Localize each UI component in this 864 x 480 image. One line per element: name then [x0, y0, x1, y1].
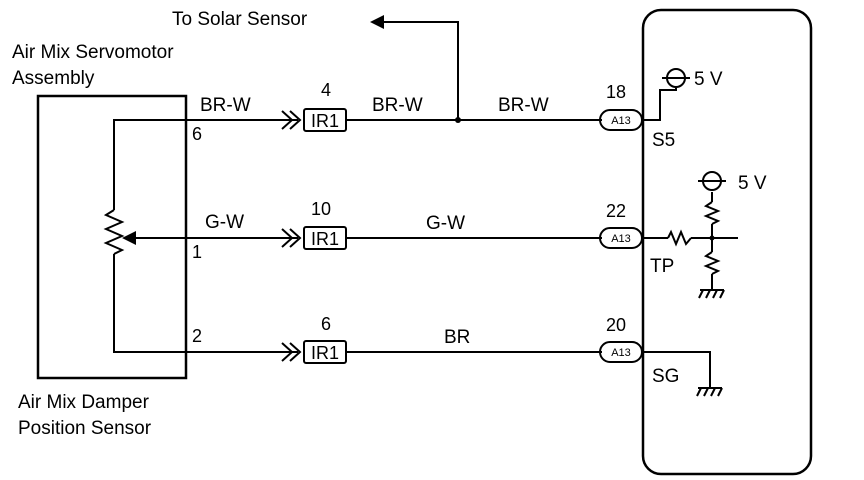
- supply-voltage-label: 5 V: [738, 173, 767, 194]
- resistor-icon: [703, 201, 721, 225]
- servomotor-label-line2: Assembly: [12, 68, 95, 89]
- tp-supply-circuit: TP 5 V: [643, 171, 767, 299]
- wire-color-label: G-W: [426, 213, 465, 234]
- sensor-label-line2: Position Sensor: [18, 418, 152, 439]
- connector-label: IR1: [311, 343, 339, 363]
- connector-label: A13: [611, 115, 631, 127]
- connector-ir1: [303, 226, 347, 250]
- ecu-pin-label: 18: [606, 82, 626, 102]
- connector-pin-label: 6: [321, 314, 331, 334]
- wire-color-label: G-W: [205, 212, 244, 233]
- ecu-box: [641, 8, 813, 476]
- wiper-arrow-icon: [122, 231, 136, 245]
- sensor-pin-label: 1: [192, 242, 202, 262]
- wire-g-w: G-W 1 10 IR1 G-W 22 A13: [186, 199, 643, 262]
- ecu-pin-label: 22: [606, 201, 626, 221]
- connector-pin-label: 10: [311, 199, 331, 219]
- connector-label: A13: [611, 233, 631, 245]
- wire-br-w: BR-W 6 4 IR1 BR-W BR-W 18 A13: [186, 80, 643, 144]
- ecu-pin-label: 20: [606, 315, 626, 335]
- arrow-left-icon: [370, 15, 384, 29]
- wire-br: 2 6 IR1 BR 20 A13: [186, 314, 643, 364]
- connector-ir1: [303, 340, 347, 364]
- wire-color-label: BR-W: [498, 95, 549, 116]
- solar-sensor-label: To Solar Sensor: [172, 9, 308, 30]
- connector-label: IR1: [311, 111, 339, 131]
- resistor-icon: [667, 229, 692, 247]
- sg-ground-circuit: SG: [643, 351, 723, 397]
- sensor-pin-label: 2: [192, 326, 202, 346]
- sensor-label-line1: Air Mix Damper: [18, 392, 150, 413]
- connector-ir1: [303, 108, 347, 132]
- wire-color-label: BR: [444, 327, 470, 348]
- connector-pin-label: 4: [321, 80, 331, 100]
- ground-icon: [698, 289, 725, 299]
- servomotor-label-line1: Air Mix Servomotor: [12, 42, 174, 63]
- sensor-pin-label: 6: [192, 124, 202, 144]
- terminal-label: S5: [652, 130, 675, 151]
- terminal-label: SG: [652, 366, 679, 387]
- connector-label: IR1: [311, 229, 339, 249]
- supply-voltage-label: 5 V: [694, 69, 723, 90]
- ground-icon: [696, 387, 723, 397]
- terminal-label: TP: [650, 256, 674, 277]
- wire-color-label: BR-W: [200, 95, 251, 116]
- resistor-icon: [703, 251, 721, 275]
- s5-supply-circuit: S5 5 V: [643, 68, 723, 151]
- position-sensor-potentiometer: [103, 119, 196, 353]
- wire-color-label: BR-W: [372, 95, 423, 116]
- connector-label: A13: [611, 347, 631, 359]
